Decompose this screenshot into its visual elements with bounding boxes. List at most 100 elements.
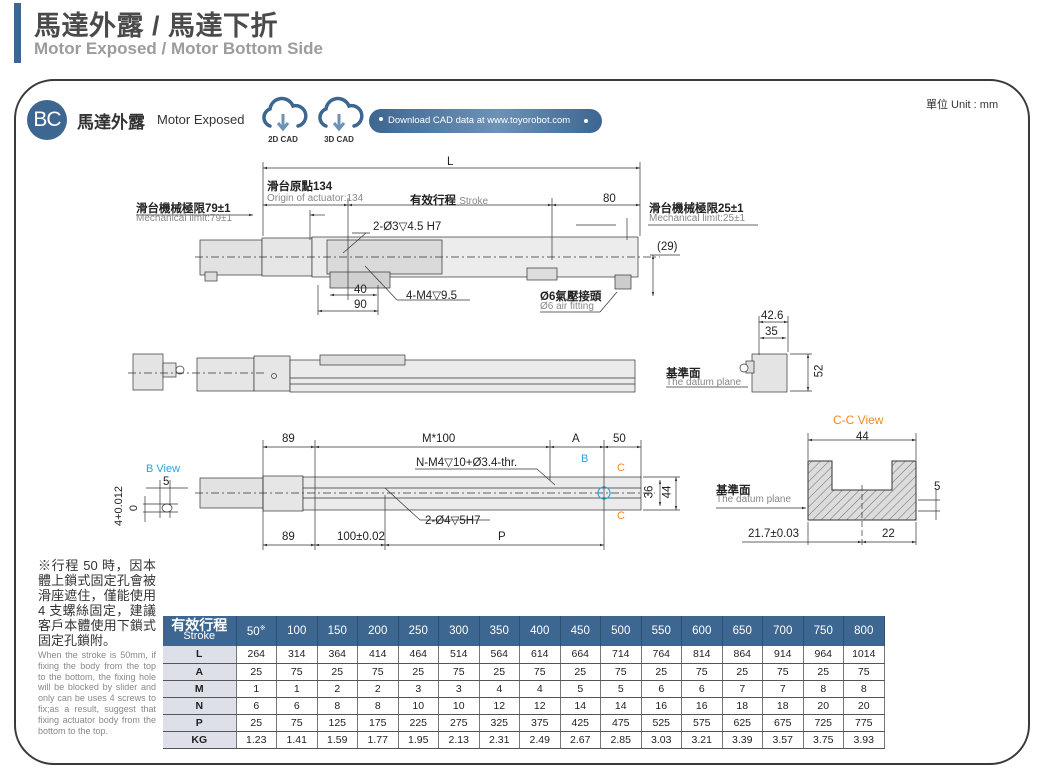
- table-cell: 764: [641, 646, 682, 664]
- table-cell: 2.85: [600, 731, 642, 749]
- b-view-dim-5: 5: [163, 476, 170, 488]
- table-cell: 20: [803, 697, 844, 715]
- cad-3d-label: 3D CAD: [324, 135, 354, 144]
- cloud-download-icon: [318, 96, 364, 132]
- datum-label-en: The datum plane: [666, 377, 742, 388]
- cad-3d-button[interactable]: 3D CAD: [314, 96, 364, 144]
- spec-table: 有效行程 Stroke 50※ 100 150 200 250 300 350 …: [163, 616, 885, 749]
- table-cell: 1.95: [398, 731, 439, 749]
- stroke-col: 750: [803, 616, 844, 646]
- table-cell: 2.31: [479, 731, 520, 749]
- table-cell: 2.49: [519, 731, 561, 749]
- table-cell: 2.13: [438, 731, 480, 749]
- download-text: Download CAD data at www.toyorobot.com: [388, 115, 571, 126]
- table-cell: 4: [519, 680, 561, 698]
- table-cell: 10: [438, 697, 480, 715]
- table-cell: 5: [560, 680, 601, 698]
- table-cell: 414: [357, 646, 399, 664]
- stroke-col: 150: [317, 616, 358, 646]
- stroke-col: 250: [398, 616, 439, 646]
- dim-90: 90: [354, 299, 367, 311]
- title-accent-bar: [14, 3, 21, 63]
- cad-2d-button[interactable]: 2D CAD: [258, 96, 308, 144]
- note-en: When the stroke is 50mm, if fixing the b…: [38, 650, 156, 736]
- table-cell: 275: [438, 714, 480, 732]
- row-label: KG: [163, 731, 237, 749]
- table-cell: 5: [600, 680, 642, 698]
- top-view-actuator: [195, 236, 660, 290]
- table-cell: 75: [681, 663, 723, 681]
- b-view-zero: 0: [128, 504, 141, 512]
- table-cell: 1014: [843, 646, 885, 664]
- stroke-col: 450: [560, 616, 601, 646]
- table-cell: 14: [600, 697, 642, 715]
- stroke-col: 550: [641, 616, 682, 646]
- table-cell: 12: [479, 697, 520, 715]
- download-cad-link[interactable]: Download CAD data at www.toyorobot.com: [369, 109, 602, 133]
- table-cell: 475: [600, 714, 642, 732]
- section-title-zh: 馬達外露: [77, 113, 145, 132]
- table-cell: 4: [479, 680, 520, 698]
- stroke-col: 400: [519, 616, 561, 646]
- table-cell: 25: [803, 663, 844, 681]
- table-cell: 10: [398, 697, 439, 715]
- table-cell: 75: [762, 663, 804, 681]
- air-fitting-zh: Ø6氣壓接頭: [540, 291, 602, 303]
- table-cell: 3.93: [843, 731, 885, 749]
- note-zh: ※行程 50 時，因本體上鎖式固定孔會被滑座遮住，僅能使用 4 支螺絲固定，建議…: [38, 558, 156, 648]
- table-cell: 8: [803, 680, 844, 698]
- stroke-value: 50: [246, 625, 260, 638]
- mech-limit-left-en: Mechanical limit:79±1: [136, 213, 233, 224]
- end-view-actuator: [739, 353, 788, 393]
- table-cell: 25: [317, 663, 358, 681]
- cc-dim-21-7: 21.7±0.03: [748, 528, 800, 540]
- table-cell: 364: [317, 646, 358, 664]
- table-cell: 964: [803, 646, 844, 664]
- b-marker: B: [581, 453, 589, 465]
- table-cell: 7: [762, 680, 804, 698]
- dim-42-6: 42.6: [761, 310, 784, 322]
- row-label: N: [163, 697, 237, 715]
- mech-limit-left-zh: 滑台機械極限79±1: [136, 203, 231, 215]
- table-cell: 16: [681, 697, 723, 715]
- table-cell: 675: [762, 714, 804, 732]
- section-title-en: Motor Exposed: [157, 112, 245, 127]
- side-view-actuator: [128, 353, 636, 393]
- table-cell: 25: [560, 663, 601, 681]
- table-cell: 464: [398, 646, 439, 664]
- dim-P: P: [498, 531, 506, 543]
- table-cell: 75: [276, 663, 318, 681]
- row-label: M: [163, 680, 237, 698]
- dim-L: L: [447, 156, 454, 168]
- table-cell: 3.03: [641, 731, 682, 749]
- dim-A: A: [572, 433, 580, 445]
- table-cell: 1: [236, 680, 277, 698]
- table-cell: 6: [681, 680, 723, 698]
- c-marker-top: C: [617, 462, 625, 474]
- stroke-col: 300: [438, 616, 480, 646]
- table-cell: 8: [317, 697, 358, 715]
- dim-100: 100±0.02: [337, 531, 385, 543]
- table-cell: 18: [722, 697, 763, 715]
- table-cell: 75: [843, 663, 885, 681]
- table-cell: 7: [722, 680, 763, 698]
- section-badge: BC: [27, 100, 67, 140]
- cc-dim-5: 5: [934, 481, 941, 493]
- table-cell: 3.57: [762, 731, 804, 749]
- dim-52: 52: [813, 364, 826, 378]
- table-cell: 564: [479, 646, 520, 664]
- stroke-zh: 有效行程: [410, 195, 456, 207]
- table-cell: 12: [519, 697, 561, 715]
- cc-view-title: C-C View: [833, 413, 884, 427]
- n-tap-callout: N-M4▽10+Ø3.4-thr.: [416, 457, 518, 469]
- table-cell: 25: [722, 663, 763, 681]
- stroke-col: 350: [479, 616, 520, 646]
- table-cell: 2: [317, 680, 358, 698]
- bullet-icon: [584, 119, 588, 123]
- table-cell: 725: [803, 714, 844, 732]
- table-cell: 175: [357, 714, 399, 732]
- air-fitting-en: Ø6 air fitting: [540, 301, 594, 312]
- b-view-title: B View: [146, 463, 181, 475]
